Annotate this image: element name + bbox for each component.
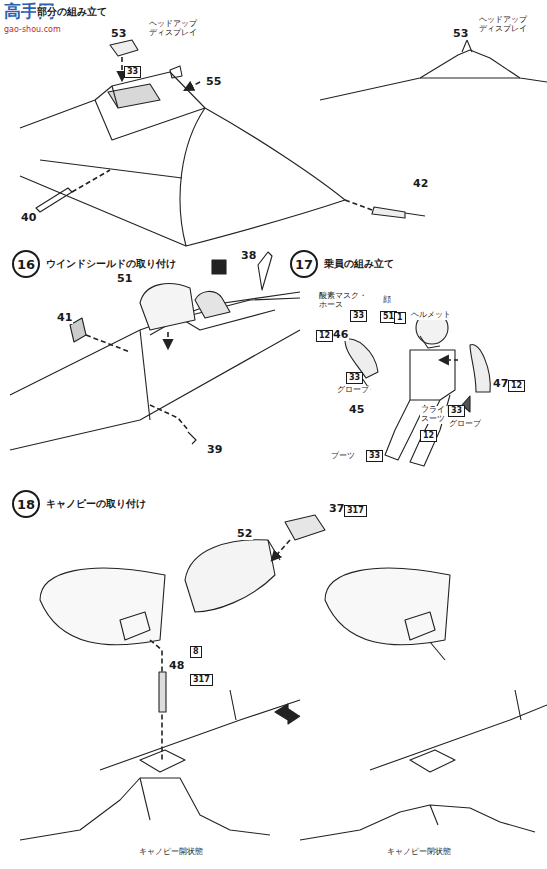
step-number: 18 (12, 490, 40, 518)
color-code: 33 (346, 372, 363, 384)
part-number: 51 (116, 273, 133, 285)
color-code: 33 (350, 310, 367, 322)
part-number: 46 (332, 329, 349, 341)
color-code: 317 (190, 674, 213, 686)
color-code: 317 (344, 505, 367, 517)
step-heading: ウインドシールドの取り付け (46, 257, 176, 271)
part-name: ヘッドアップ ディスプレイ (148, 20, 200, 38)
step-heading: キャノピーの取り付け (46, 497, 146, 511)
color-code: 33 (448, 405, 465, 417)
canopy-section (20, 515, 547, 840)
step-number: 16 ウインドシールドの取り付け (12, 250, 176, 278)
color-code: 33 (350, 310, 367, 322)
color-code: 12 (316, 330, 333, 342)
color-code: 12 (508, 380, 525, 392)
color-code: 8 (190, 646, 202, 658)
color-code: 317 (344, 505, 367, 517)
step-number: 17 乗員の組み立て (290, 250, 394, 278)
part-number: 45 (348, 404, 365, 416)
part-name: 酸素マスク・ ホース (318, 292, 370, 310)
caption: キャノピー開状態 (138, 848, 204, 857)
part-number: 39 (206, 444, 223, 456)
color-code: 12 (420, 430, 437, 442)
part-number: 55 (205, 76, 222, 88)
color-code: 33 (448, 405, 465, 417)
caption: キャノピー閉状態 (386, 848, 452, 857)
color-code: 33 (366, 450, 383, 462)
windshield-section (10, 252, 300, 450)
part-number: 38 (240, 250, 257, 262)
step-number: 18 キャノピーの取り付け (12, 490, 146, 518)
color-code: 33 (124, 66, 141, 78)
step-number: 17 (290, 250, 318, 278)
part-number: 42 (412, 178, 429, 190)
watermark: gao-shou.com (3, 26, 62, 35)
part-name: 顔 (382, 296, 392, 305)
color-code: 1 (394, 312, 406, 324)
step-number: 16 (12, 250, 40, 278)
part-name: ヘッドアップ ディスプレイ (478, 16, 530, 34)
color-code: 33 (124, 66, 141, 78)
part-number: 48 (168, 660, 185, 672)
color-code: 12 (420, 430, 437, 442)
color-code: 317 (190, 674, 213, 686)
color-code: 12 (316, 330, 333, 342)
step-heading: 部分の組み立て (36, 6, 108, 17)
part-name: ブーツ (330, 452, 356, 461)
part-name: ヘルメット (410, 311, 452, 320)
color-code: 33 (366, 450, 383, 462)
nose-section (20, 40, 547, 246)
color-code: 1 (394, 312, 406, 324)
part-name: グローブ (336, 386, 370, 395)
color-code: 8 (190, 646, 202, 658)
color-code: 33 (346, 372, 363, 384)
part-number: 52 (236, 528, 253, 540)
step-heading: 乗員の組み立て (324, 257, 394, 271)
part-number: 41 (56, 312, 73, 324)
part-name: グローブ (448, 420, 482, 429)
part-number: 47 (492, 378, 509, 390)
part-number: 37 (328, 503, 345, 515)
color-code: 12 (508, 380, 525, 392)
part-number: 40 (20, 212, 37, 224)
part-number: 53 (452, 28, 469, 40)
part-number: 53 (110, 28, 127, 40)
